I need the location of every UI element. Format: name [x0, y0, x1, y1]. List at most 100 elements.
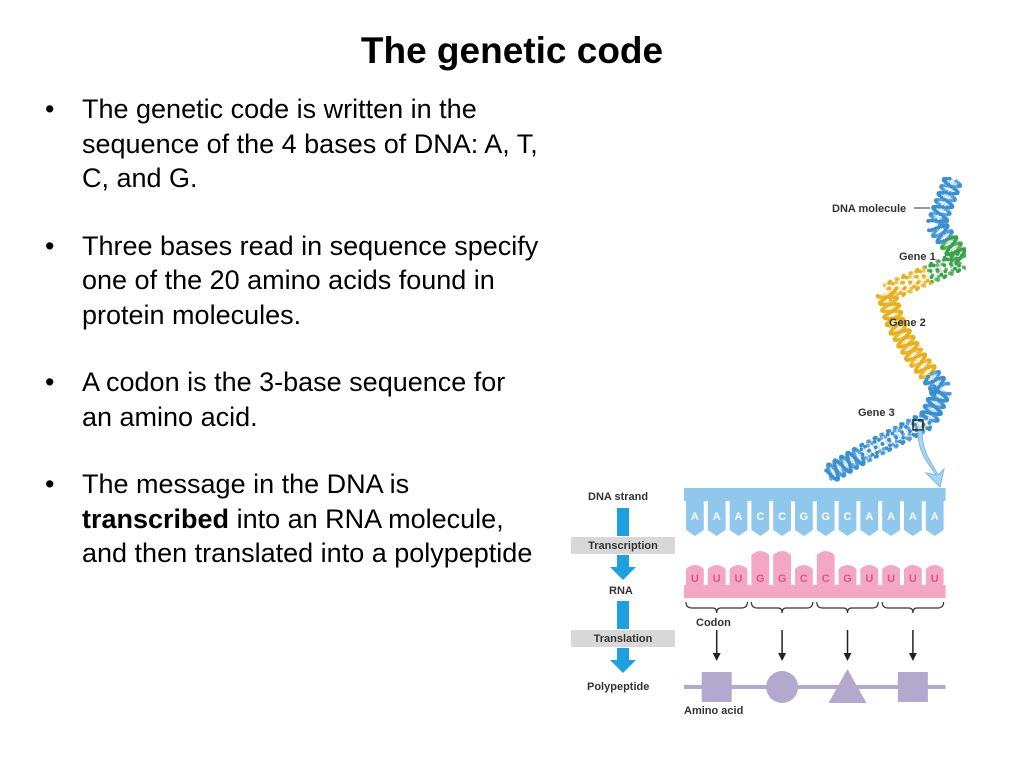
bullet-item: • The message in the DNA is transcribed … [40, 467, 540, 571]
helix-strand-b-segment [946, 381, 951, 386]
dna-base-tab [751, 501, 770, 536]
rna-base-letter: C [800, 573, 808, 585]
helix-strand-a-segment [955, 252, 960, 256]
page-title: The genetic code [360, 30, 664, 71]
translation-box [571, 630, 675, 647]
helix-rung [894, 329, 910, 340]
helix-rung [941, 232, 945, 236]
rna-base-letter: U [931, 573, 939, 585]
helix-rung [935, 213, 944, 217]
helix-strand-b-segment [829, 476, 833, 481]
dna-base-tab [904, 501, 922, 536]
rna-base-tab [751, 551, 770, 585]
helix-rung [949, 178, 957, 182]
bullet-text-after: into an RNA molecule, and then translate… [82, 503, 533, 569]
helix-strand-b-segment [920, 283, 925, 288]
rna-base-tab [904, 565, 922, 585]
bullet-item: • The genetic code is written in the seq… [40, 92, 540, 196]
amino-acid-circle [766, 671, 799, 703]
helix-rung [889, 318, 900, 322]
dna-base-letter: A [887, 511, 895, 523]
rna-base-tab [729, 565, 748, 585]
rna-base-tab [773, 551, 791, 585]
helix-strand-b-segment [906, 289, 911, 294]
helix-strand-a-segment [937, 204, 942, 209]
transcription-box [571, 537, 675, 554]
codon-braces [685, 601, 945, 614]
helix-strand-a-segment [859, 447, 864, 452]
helix-strand-b-segment [918, 414, 923, 418]
process-arrow-2-icon [610, 555, 636, 580]
helix-strand-a-segment [925, 278, 930, 283]
bullet-dot-icon: • [45, 469, 55, 499]
helix-strand-b-segment [892, 428, 897, 433]
rna-base-tab [816, 551, 835, 585]
helix-strand-a-segment [942, 258, 946, 262]
codon-brace [881, 601, 945, 614]
helix-rung [840, 456, 851, 473]
rna-base-letter: G [756, 573, 765, 585]
codon-brace [750, 601, 814, 614]
helix-strand-b-segment [951, 198, 955, 203]
helix-strand-b-segment [909, 286, 914, 291]
helix-rung [886, 318, 904, 325]
helix-strand-b-segment [945, 237, 949, 242]
helix-strand-b-segment [949, 253, 953, 258]
helix-rung [912, 354, 922, 363]
helix-rung [901, 342, 917, 352]
helix-strand-a-segment [884, 446, 889, 450]
helix-rung [946, 192, 950, 195]
helix-rung [907, 349, 918, 356]
helix-rung [879, 297, 898, 304]
polypeptide-backbone [684, 685, 946, 689]
gene-selection-box [912, 419, 924, 431]
amino-acid-triangle [828, 669, 867, 703]
helix-rung [877, 290, 895, 296]
helix-rung [834, 460, 845, 476]
helix-rung [928, 405, 940, 411]
helix-strand-a-segment [943, 269, 948, 274]
helix-rung [829, 464, 839, 479]
helix-strand-a-segment [942, 275, 947, 280]
translation-arrow-head [843, 653, 852, 661]
helix-rung [923, 411, 937, 419]
helix-strand-a-segment [898, 291, 903, 295]
helix-strand-b-segment [913, 274, 917, 279]
helix-strand-b-segment [930, 215, 935, 220]
helix-rung [930, 270, 933, 276]
helix-rung [944, 265, 947, 270]
helix-rung [916, 276, 920, 282]
helix-strand-a-segment [902, 286, 906, 291]
helix-strand-a-segment [925, 426, 930, 431]
helix-rung [937, 230, 952, 242]
bullet-item: • Three bases read in sequence specify o… [40, 229, 540, 333]
helix-rung [902, 423, 911, 439]
helix-rung [861, 453, 863, 455]
rna-base-letter: U [713, 573, 721, 585]
bullet-text: A codon is the 3-base sequence for an am… [82, 367, 506, 432]
rna-base-tab [882, 565, 900, 585]
dna-molecule-label: DNA molecule [832, 203, 906, 215]
helix-strand-b-segment [940, 262, 945, 267]
helix-strand-b-segment [865, 440, 870, 444]
dna-base-tab [925, 501, 944, 536]
helix-strand-b-segment [897, 428, 902, 433]
helix-strand-a-segment [930, 227, 935, 232]
helix-strand-a-segment [947, 205, 952, 210]
helix-rung [944, 238, 951, 243]
helix-strand-b-segment [885, 286, 890, 291]
dna-base-letter: C [844, 511, 852, 523]
helix-rung [871, 443, 878, 453]
rna-base-letter: U [735, 573, 743, 585]
rna-label: RNA [609, 585, 633, 597]
helix-strand-b-segment [920, 360, 924, 365]
rna-base-tab [686, 565, 704, 585]
helix-strand-b-segment [881, 447, 886, 451]
helix-strand-b-segment [947, 192, 952, 196]
rna-base-letter: U [909, 573, 917, 585]
helix-strand-a-segment [915, 287, 919, 292]
helix-rung [948, 243, 956, 250]
helix-strand-a-segment [887, 281, 891, 286]
polypeptide-label: Polypeptide [587, 681, 649, 693]
helix-strand-b-segment [867, 458, 871, 463]
